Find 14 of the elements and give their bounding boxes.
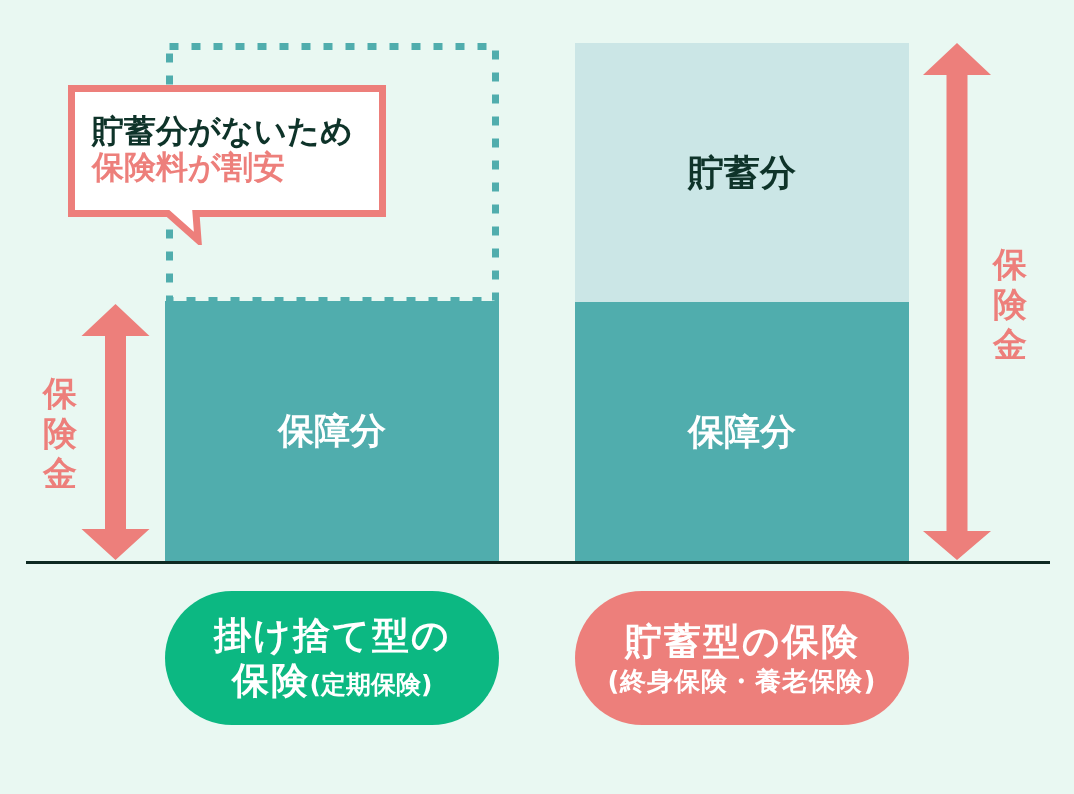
pill-subtitle: (終身保険・養老保険) (606, 664, 878, 698)
callout-text: 貯蓄分がないため (92, 113, 353, 149)
bar-segment (575, 302, 909, 561)
side-label: 保険金 (992, 244, 1028, 364)
pill-title: 貯蓄型の保険 (623, 618, 861, 664)
bar-segment (165, 301, 499, 561)
segment-label: 貯蓄分 (688, 152, 796, 193)
side-label: 保険金 (42, 373, 78, 493)
speech-bubble (68, 85, 386, 245)
bar-segment (575, 43, 909, 302)
pill-text: 掛け捨て型の保険(定期保険) (212, 613, 452, 703)
callout-text: 保険料が割安 (92, 149, 285, 185)
segment-label: 保障分 (688, 411, 796, 452)
segment-label: 保障分 (278, 411, 386, 451)
